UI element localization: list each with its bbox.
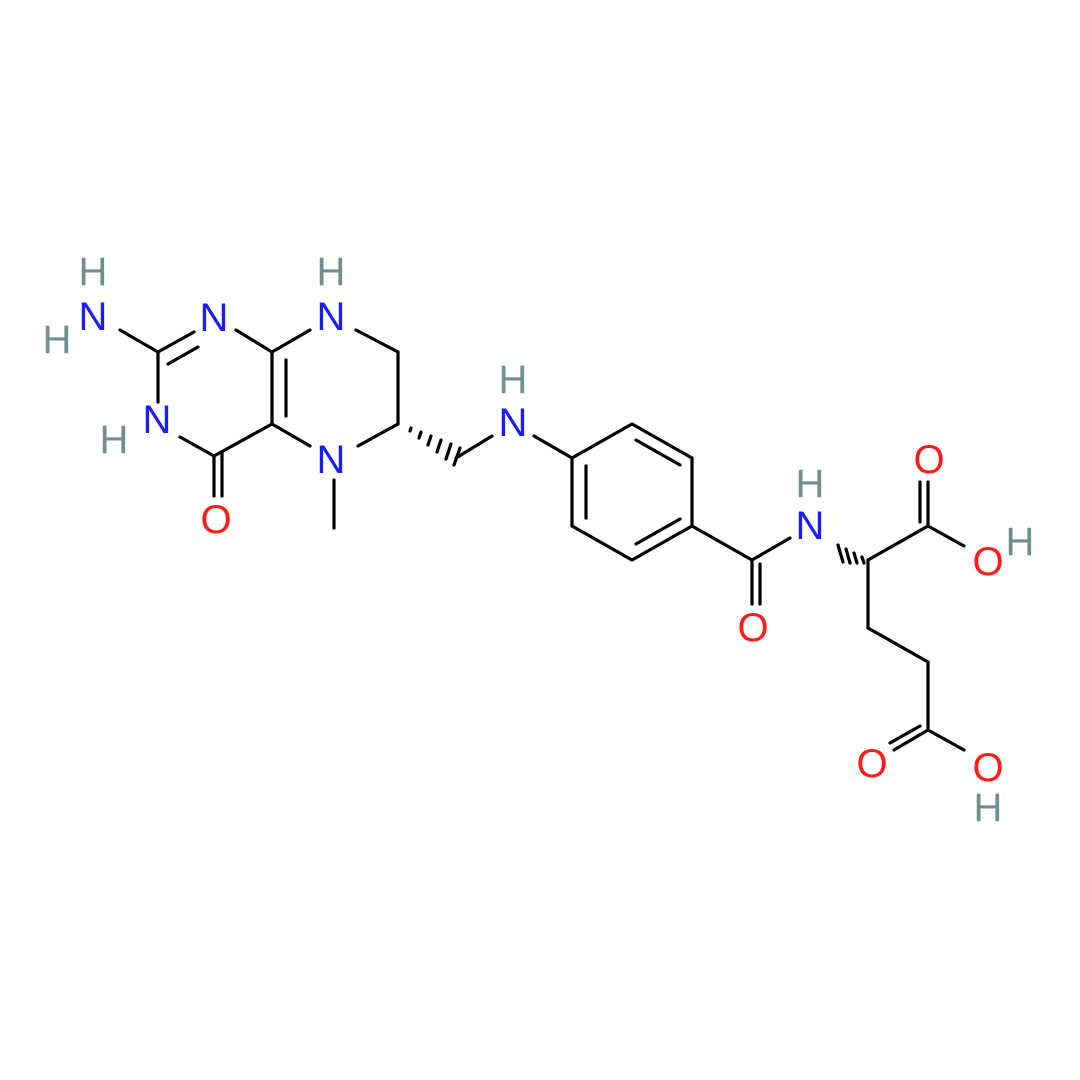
bond-ring-1 [570,422,634,460]
bond-gamma-cooh-o-double [888,724,922,745]
bond-beta-gamma [866,626,930,664]
nh2-n: N [79,295,108,339]
bond-ring-4 [630,524,694,562]
amide-nh: H [796,462,825,506]
bond-c2-n1 [156,330,196,354]
atom-labels: H N H N N H O H N N H N O H N O O H O O … [43,250,1035,830]
amide-n: N [796,504,825,548]
bond-c2-n1-double [166,345,200,366]
bond-alpha-cooh [866,524,930,562]
n10: N [499,401,528,445]
bond-c4a-n5 [270,422,312,448]
bond-n1-c8a [234,328,274,354]
acid1-h: H [1006,520,1035,564]
acid2-o-double: O [856,742,887,786]
bond-n10-ring [532,434,574,460]
n3-h: H [100,418,129,462]
bond-gamma-cooh-o [892,728,930,752]
bond-n3-c4 [178,435,216,458]
acid1-o-double: O [913,438,944,482]
bond-c6-n5 [356,422,400,448]
bond-ring-2 [630,422,694,460]
n8: N [317,295,346,339]
bond-nh2-c2 [118,328,160,354]
bond-ring-2-inner [634,438,682,467]
bond-ring-carbonyl [690,524,754,562]
hashed-wedge-c6 [408,426,462,467]
bond-gamma-cooh-oh [926,728,966,752]
o4: O [200,498,231,542]
acid1-o: O [972,540,1003,584]
bond-c8a-n8 [270,328,312,354]
bond-c4-c4a [212,422,274,458]
nh2-h-left: H [43,318,72,362]
bond-ring-5 [570,524,634,562]
n3: N [143,398,172,442]
bond-ch2-n10 [454,434,494,460]
bond-cooh-oh [926,524,966,548]
acid2-o: O [972,746,1003,790]
bond-carbonyl-n [750,536,792,562]
acid2-h: H [974,786,1003,830]
bond-n8-c7 [354,328,400,354]
nh2-h-top: H [79,250,108,294]
n1: N [200,296,229,340]
bond-ring-4-inner [634,517,682,546]
bonds [118,328,966,752]
n10-h: H [499,358,528,402]
hashed-wedge-alpha [836,543,866,565]
amide-o: O [737,606,768,650]
n5: N [317,438,346,482]
n8-h: H [317,250,346,294]
